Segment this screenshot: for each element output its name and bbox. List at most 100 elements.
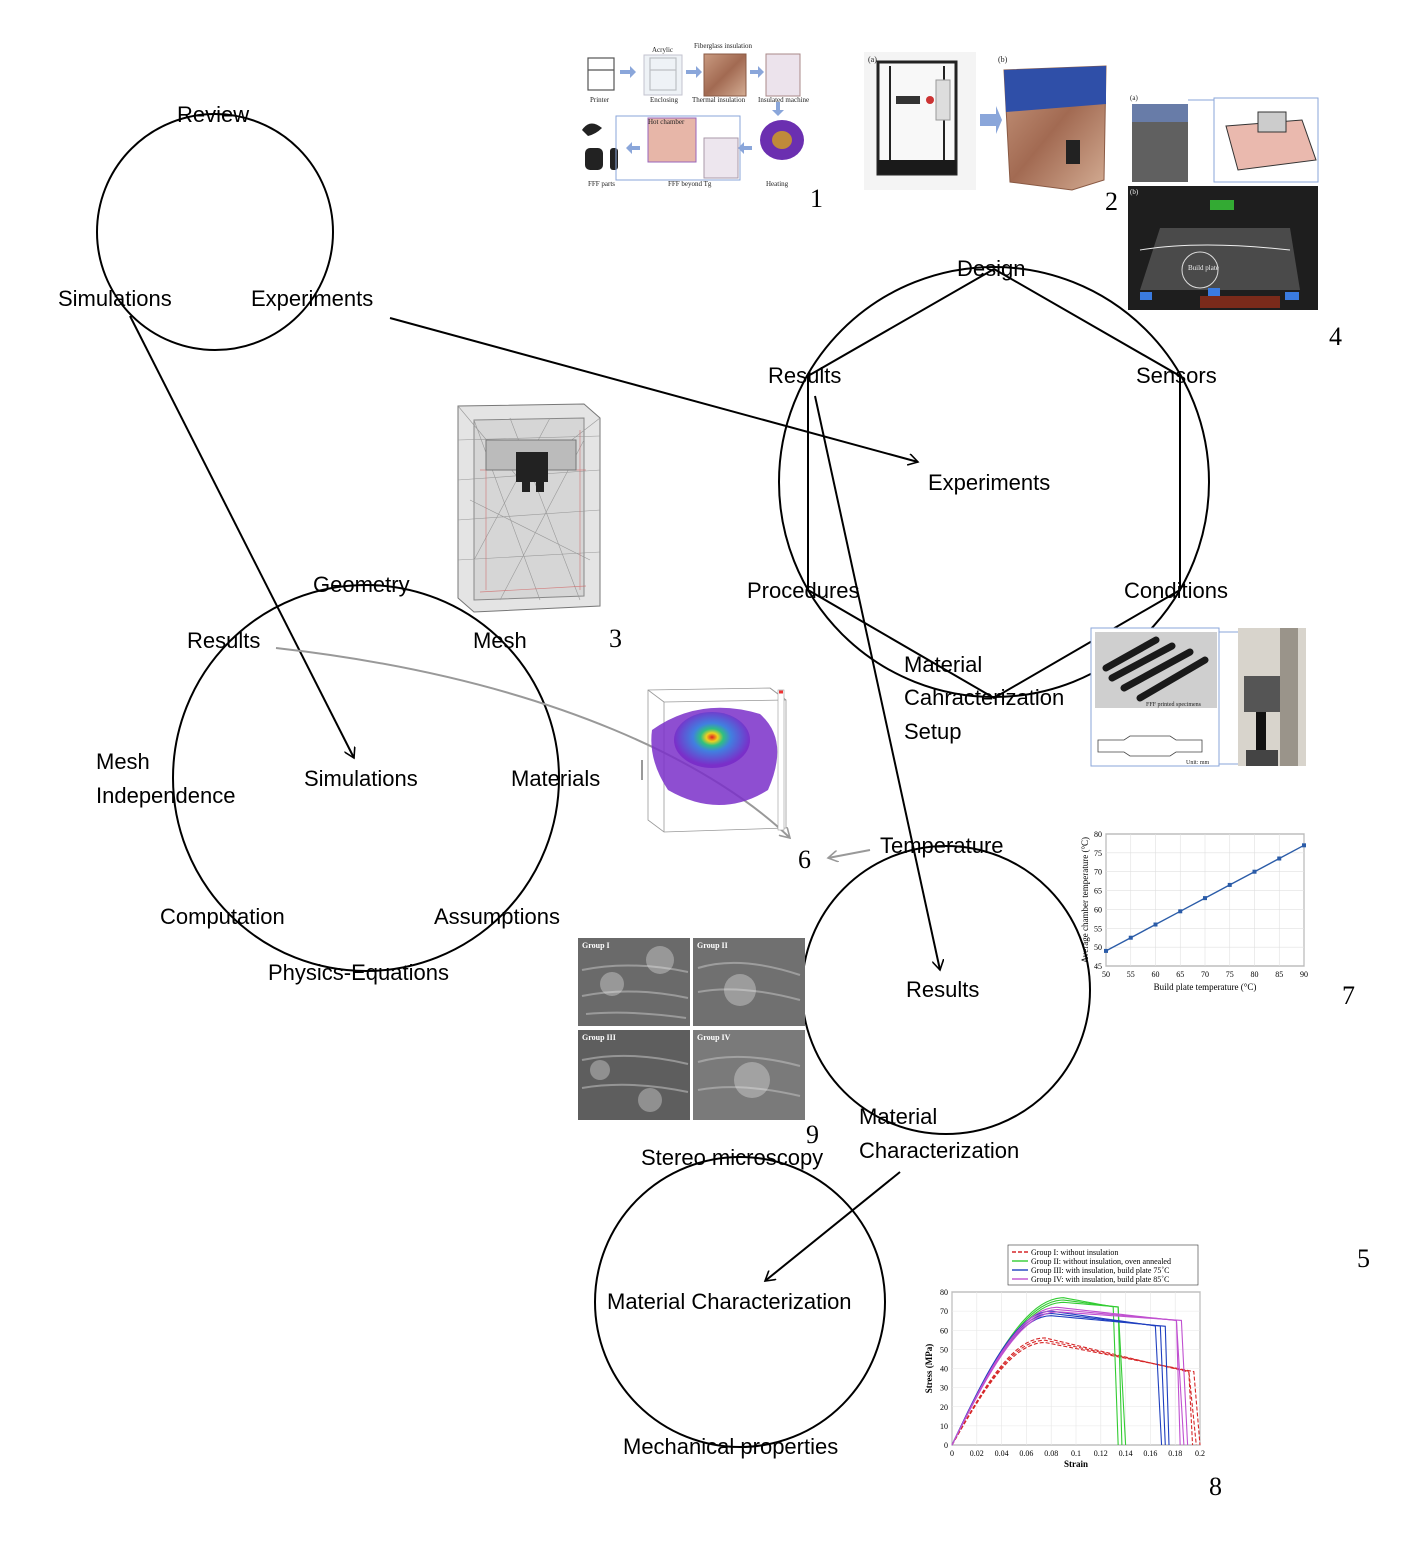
panel9-micrograph-image: Group I Group II Group III Group IV (578, 938, 805, 1120)
chart7-y-tick-label: 45 (1094, 962, 1102, 971)
panel1-label-thermal-insulation: Thermal insulation (692, 96, 746, 104)
arrow-review-to-simulations (129, 315, 354, 758)
material-characterization-mechanical: Mechanical properties (623, 1434, 839, 1459)
chart8-legend-entry: Group III: with insulation, build plate … (1031, 1266, 1169, 1275)
material-characterization-circle (594, 1156, 886, 1448)
chart7-data-point (1153, 922, 1158, 927)
chart8-x-tick-label: 0.06 (1019, 1449, 1033, 1458)
chart7-y-tick-label: 80 (1094, 830, 1102, 839)
chart7-y-tick-label: 50 (1094, 943, 1102, 952)
arrow-review-to-experiments (389, 317, 918, 462)
simulations-center: Simulations (304, 766, 418, 791)
chart7-y-tick-label: 70 (1094, 868, 1102, 877)
figure-number-9: 9 (806, 1120, 819, 1149)
results-stereo-microscopy: Stereo microscopy (641, 1145, 824, 1170)
panel4-label-build-plate: Build plate (1188, 264, 1219, 272)
experiments-sensors: Sensors (1136, 363, 1217, 388)
chart7-y-tick-label: 60 (1094, 905, 1102, 914)
chart8-x-tick-label: 0.14 (1119, 1449, 1133, 1458)
experiments-setup-line3: Setup (904, 719, 962, 744)
figure-number-3: 3 (609, 624, 622, 653)
panel1-label-heating: Heating (766, 180, 789, 188)
figure-number-8: 8 (1209, 1472, 1222, 1501)
chart8-y-tick-label: 30 (940, 1384, 948, 1393)
chart7-data-point (1302, 843, 1306, 848)
panel2-label-a: (a) (868, 55, 877, 64)
chart7-y-tick-label: 75 (1094, 849, 1102, 858)
figure-number-7: 7 (1342, 981, 1355, 1010)
experiments-setup-line2: Cahracterization (904, 685, 1065, 710)
chart7-x-tick-label: 60 (1152, 970, 1160, 979)
experiments-design: Design (957, 256, 1026, 281)
chart8-y-tick-label: 80 (940, 1288, 948, 1297)
simulations-results: Results (187, 628, 261, 653)
panel5-label-unit: Unit: mm (1186, 760, 1210, 766)
chart8-legend-entry: Group II: without insulation, oven annea… (1031, 1257, 1171, 1266)
results-material-characterization-line2: Characterization (859, 1138, 1020, 1163)
simulations-mesh-independence-line2: Independence (96, 783, 236, 808)
panel4-sensor-image: (a) (b) Build plate (1128, 94, 1319, 310)
figure-number-5: 5 (1357, 1244, 1370, 1273)
panel9-label-group1: Group I (582, 941, 610, 950)
chart8-x-tick-label: 0 (950, 1449, 954, 1458)
chart7-data-point (1178, 909, 1183, 914)
chart8-y-tick-label: 40 (940, 1365, 948, 1374)
experiments-center: Experiments (928, 470, 1051, 495)
panel1-label-fff-beyond: FFF beyond Tg (668, 180, 712, 188)
arrow-results-to-material-characterization (765, 1171, 901, 1281)
chart8-legend-entry: Group I: without insulation (1031, 1248, 1118, 1257)
panel1-label-fiberglass: Fiberglass insulation (694, 42, 753, 50)
chart7-data-point (1128, 935, 1133, 940)
panel2-label-b: (b) (998, 55, 1008, 64)
panel9-label-group3: Group III (582, 1033, 616, 1042)
review-simulations: Simulations (58, 286, 172, 311)
chart8-y-axis-label: Stress (MPa) (924, 1344, 934, 1394)
chart7-x-tick-label: 50 (1102, 970, 1110, 979)
chart8-x-tick-label: 0.12 (1094, 1449, 1108, 1458)
chart7-x-tick-label: 90 (1300, 970, 1308, 979)
chart8-series-curve (951, 1311, 1189, 1446)
panel4-label-b: (b) (1130, 188, 1139, 196)
figure-number-4: 4 (1329, 322, 1342, 351)
chart7-x-axis-label: Build plate temperature (°C) (1154, 982, 1257, 992)
chart8-x-tick-label: 0.2 (1195, 1449, 1205, 1458)
results-center: Results (906, 977, 980, 1002)
chart8-y-tick-label: 50 (940, 1345, 948, 1354)
chart7-data-point (1227, 882, 1232, 887)
review-experiments: Experiments (251, 286, 374, 311)
experiments-procedures: Procedures (747, 578, 860, 603)
chart7-data-point (1203, 896, 1207, 901)
chart7-x-tick-label: 55 (1127, 970, 1135, 979)
review-title: Review (177, 102, 250, 127)
review-circle (96, 113, 334, 351)
chart8-x-tick-label: 0.02 (970, 1449, 984, 1458)
chart8-y-tick-label: 10 (940, 1422, 948, 1431)
chart7-y-axis-label: Average chamber temperature (°C) (1080, 837, 1090, 963)
simulations-mesh: Mesh (473, 628, 527, 653)
chart8-x-tick-label: 0.08 (1044, 1449, 1058, 1458)
panel1-label-acrylic: Acrylic (652, 46, 673, 54)
panel2-printer-image: (a) (b) (864, 52, 1107, 191)
simulations-materials: Materials (511, 766, 601, 791)
panel5-specimen-image: FFF printed specimens Unit: mm (1090, 627, 1306, 767)
panel5-label-specimens: FFF printed specimens (1146, 702, 1202, 708)
figure-number-1: 1 (810, 184, 823, 213)
chart8-x-axis-label: Strain (1064, 1459, 1088, 1469)
chart8-y-tick-label: 70 (940, 1307, 948, 1316)
chart7-data-point (1277, 856, 1282, 861)
simulations-mesh-independence-line1: Mesh (96, 749, 150, 774)
chart8-legend-box (1007, 1244, 1199, 1286)
experiments-setup-line1: Material (904, 652, 983, 677)
chart7-data-point (1104, 948, 1108, 953)
chart8-x-tick-label: 0.04 (995, 1449, 1009, 1458)
panel1-label-insulated-machine: Insulated machine (758, 96, 809, 104)
experiments-results: Results (768, 363, 842, 388)
chart8-legend-entry: Group IV: with insulation, build plate 8… (1031, 1275, 1169, 1284)
results-temperature: Temperature (880, 833, 1004, 858)
results-material-characterization-line1: Material (859, 1104, 938, 1129)
chart8-y-tick-label: 0 (944, 1441, 948, 1450)
simulations-assumptions: Assumptions (434, 904, 560, 929)
